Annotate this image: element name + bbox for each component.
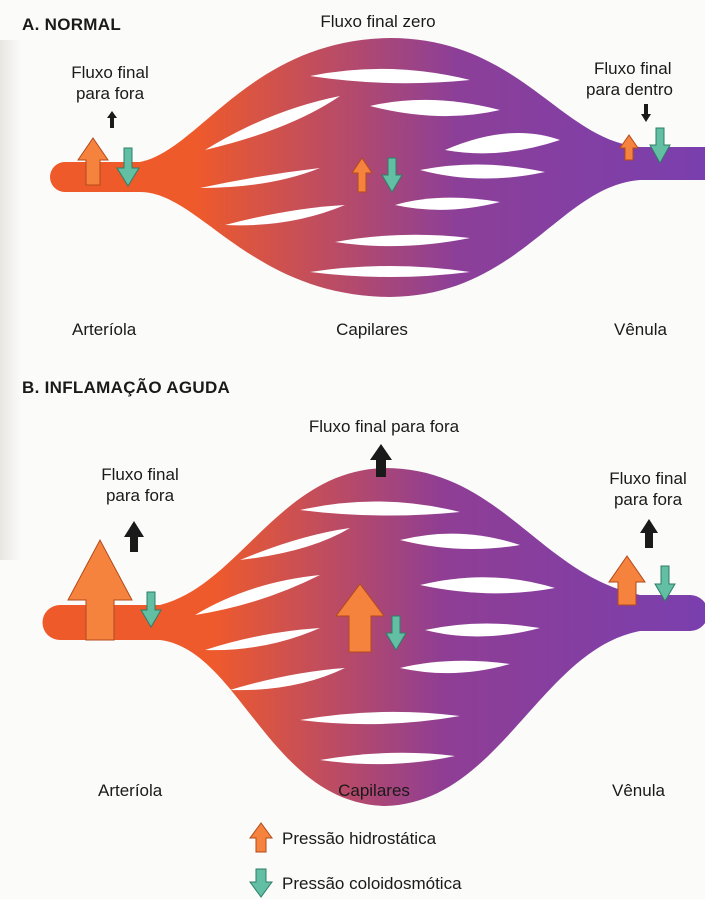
panel-b-venule-flow-line1: Fluxo final <box>609 468 686 489</box>
net-flow-arrow-arteriole <box>124 521 144 552</box>
panel-b-arteriole-flow-line2: para fora <box>106 485 174 506</box>
panel-b-arteriole-label: Arteríola <box>98 780 162 801</box>
panel-a-capillaries-label: Capilares <box>336 319 408 340</box>
panel-b-venule-flow-line2: para fora <box>614 489 682 510</box>
panel-b-venule-label: Vênula <box>612 780 665 801</box>
panel-b-capillaries-label: Capilares <box>338 780 410 801</box>
panel-a-venule-flow-line1: Fluxo final <box>594 58 671 79</box>
panel-a-top-label: Fluxo final zero <box>320 11 435 32</box>
net-flow-arrow-venule <box>641 104 651 122</box>
panel-b-arteriole-flow-line1: Fluxo final <box>101 464 178 485</box>
vessel-network-inflamed <box>43 468 705 806</box>
legend-colloid-label: Pressão coloidosmótica <box>282 873 462 894</box>
panel-a-venule-label: Vênula <box>614 319 667 340</box>
panel-a-arteriole-label: Arteríola <box>72 319 136 340</box>
panel-a-heading: A. NORMAL <box>22 15 121 35</box>
panel-b-heading: B. INFLAMAÇÃO AGUDA <box>22 378 230 398</box>
panel-a-venule-flow-line2: para dentro <box>586 79 673 100</box>
legend-hydrostatic-arrow <box>250 823 272 852</box>
legend-hydrostatic-label: Pressão hidrostática <box>282 828 436 849</box>
panel-a-arteriole-flow-line1: Fluxo final <box>71 62 148 83</box>
net-flow-arrow-arteriole <box>107 111 117 128</box>
panel-a-arteriole-flow-line2: para fora <box>76 83 144 104</box>
legend-colloid-arrow <box>250 869 272 897</box>
net-flow-arrow-venule <box>640 519 658 548</box>
panel-b-top-label: Fluxo final para fora <box>309 416 459 437</box>
